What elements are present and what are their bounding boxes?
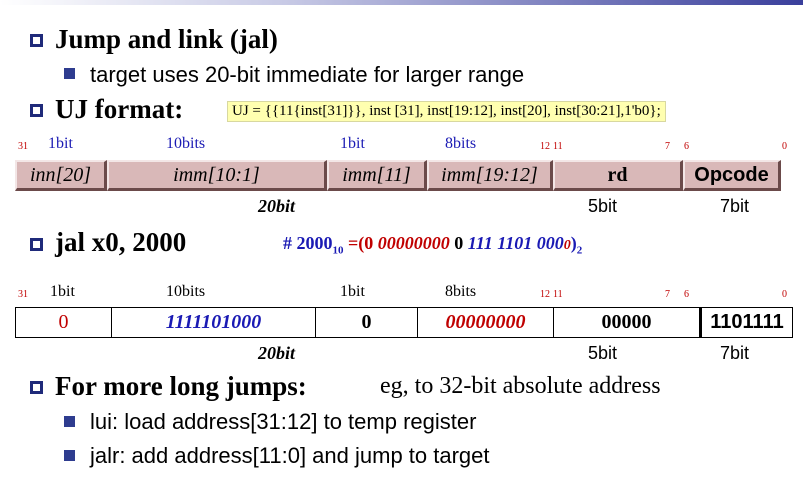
sub-jalr: jalr: add address[11:0] and jump to targ…: [90, 443, 490, 468]
field-opcode-value: 1101111: [699, 307, 793, 338]
field-rd-value: 00000: [553, 307, 699, 338]
title-bar-gradient: [0, 0, 803, 5]
width-8bits: 8bits: [445, 135, 477, 152]
label-7bit: 7bit: [720, 196, 750, 216]
field-opcode: Opcode: [683, 160, 781, 191]
hollow-square-bullet-icon: [30, 104, 43, 117]
bitpos-7: 7: [665, 141, 670, 152]
heading-long-jumps-tail: eg, to 32-bit absolute address: [380, 373, 661, 399]
field-imm19-12-value: 00000000: [417, 307, 553, 338]
square-bullet-icon: [64, 450, 75, 461]
bitpos-11: 11: [553, 289, 563, 300]
bitpos-12: 12: [540, 141, 550, 152]
width-1bit-b: 1bit: [340, 135, 365, 152]
bitpos-12: 12: [540, 289, 550, 300]
bitpos-11: 11: [553, 141, 563, 152]
uj-format-row: inn[20] imm[10:1] imm[11] imm[19:12] rd …: [15, 160, 781, 191]
square-bullet-icon: [64, 416, 75, 427]
jal-encoding-row: 0 1111101000 0 00000000 00000 1101111: [15, 307, 793, 338]
sub-lui: lui: load address[31:12] to temp registe…: [90, 409, 477, 434]
label-5bit: 5bit: [588, 343, 618, 363]
field-imm11-value: 0: [315, 307, 417, 338]
bitpos-7: 7: [665, 289, 670, 300]
heading-jal-example: jal x0, 2000: [55, 227, 187, 257]
hollow-square-bullet-icon: [30, 381, 43, 394]
width-1bit: 1bit: [48, 135, 73, 152]
field-imm11: imm[11]: [327, 160, 427, 191]
field-rd: rd: [553, 160, 683, 191]
bitpos-31: 31: [18, 141, 28, 152]
square-bullet-icon: [64, 68, 75, 79]
field-imm10-1-value: 1111101000: [111, 307, 315, 338]
uj-formula-box: UJ = {{11{inst[31]}}, inst [31], inst[19…: [227, 101, 666, 122]
hollow-square-bullet-icon: [30, 34, 43, 47]
label-5bit: 5bit: [588, 196, 618, 216]
width-1bit-b: 1bit: [340, 283, 365, 300]
field-imm19-12: imm[19:12]: [427, 160, 553, 191]
bitpos-6: 6: [684, 289, 689, 300]
width-10bits: 10bits: [166, 283, 206, 300]
field-bit20: 0: [15, 307, 111, 338]
label-20bit: 20bit: [258, 196, 296, 216]
sub-target-range: target uses 20-bit immediate for larger …: [90, 62, 525, 87]
bitpos-0: 0: [782, 141, 787, 152]
heading-long-jumps: For more long jumps:: [55, 371, 307, 401]
field-imm10-1: imm[10:1]: [107, 160, 327, 191]
binary-note: # 200010 =(0 00000000 0 111 1101 0000)2: [283, 233, 583, 257]
bitpos-31: 31: [18, 289, 28, 300]
bitpos-6: 6: [684, 141, 689, 152]
heading-jal: Jump and link (jal): [55, 24, 278, 54]
hollow-square-bullet-icon: [30, 238, 43, 251]
width-1bit: 1bit: [50, 283, 75, 300]
heading-uj-format: UJ format:: [55, 94, 184, 124]
label-7bit: 7bit: [720, 343, 750, 363]
field-inn20: inn[20]: [15, 160, 107, 191]
bitpos-0: 0: [782, 289, 787, 300]
width-8bits: 8bits: [445, 283, 477, 300]
width-10bits: 10bits: [166, 135, 206, 152]
label-20bit: 20bit: [258, 343, 296, 363]
